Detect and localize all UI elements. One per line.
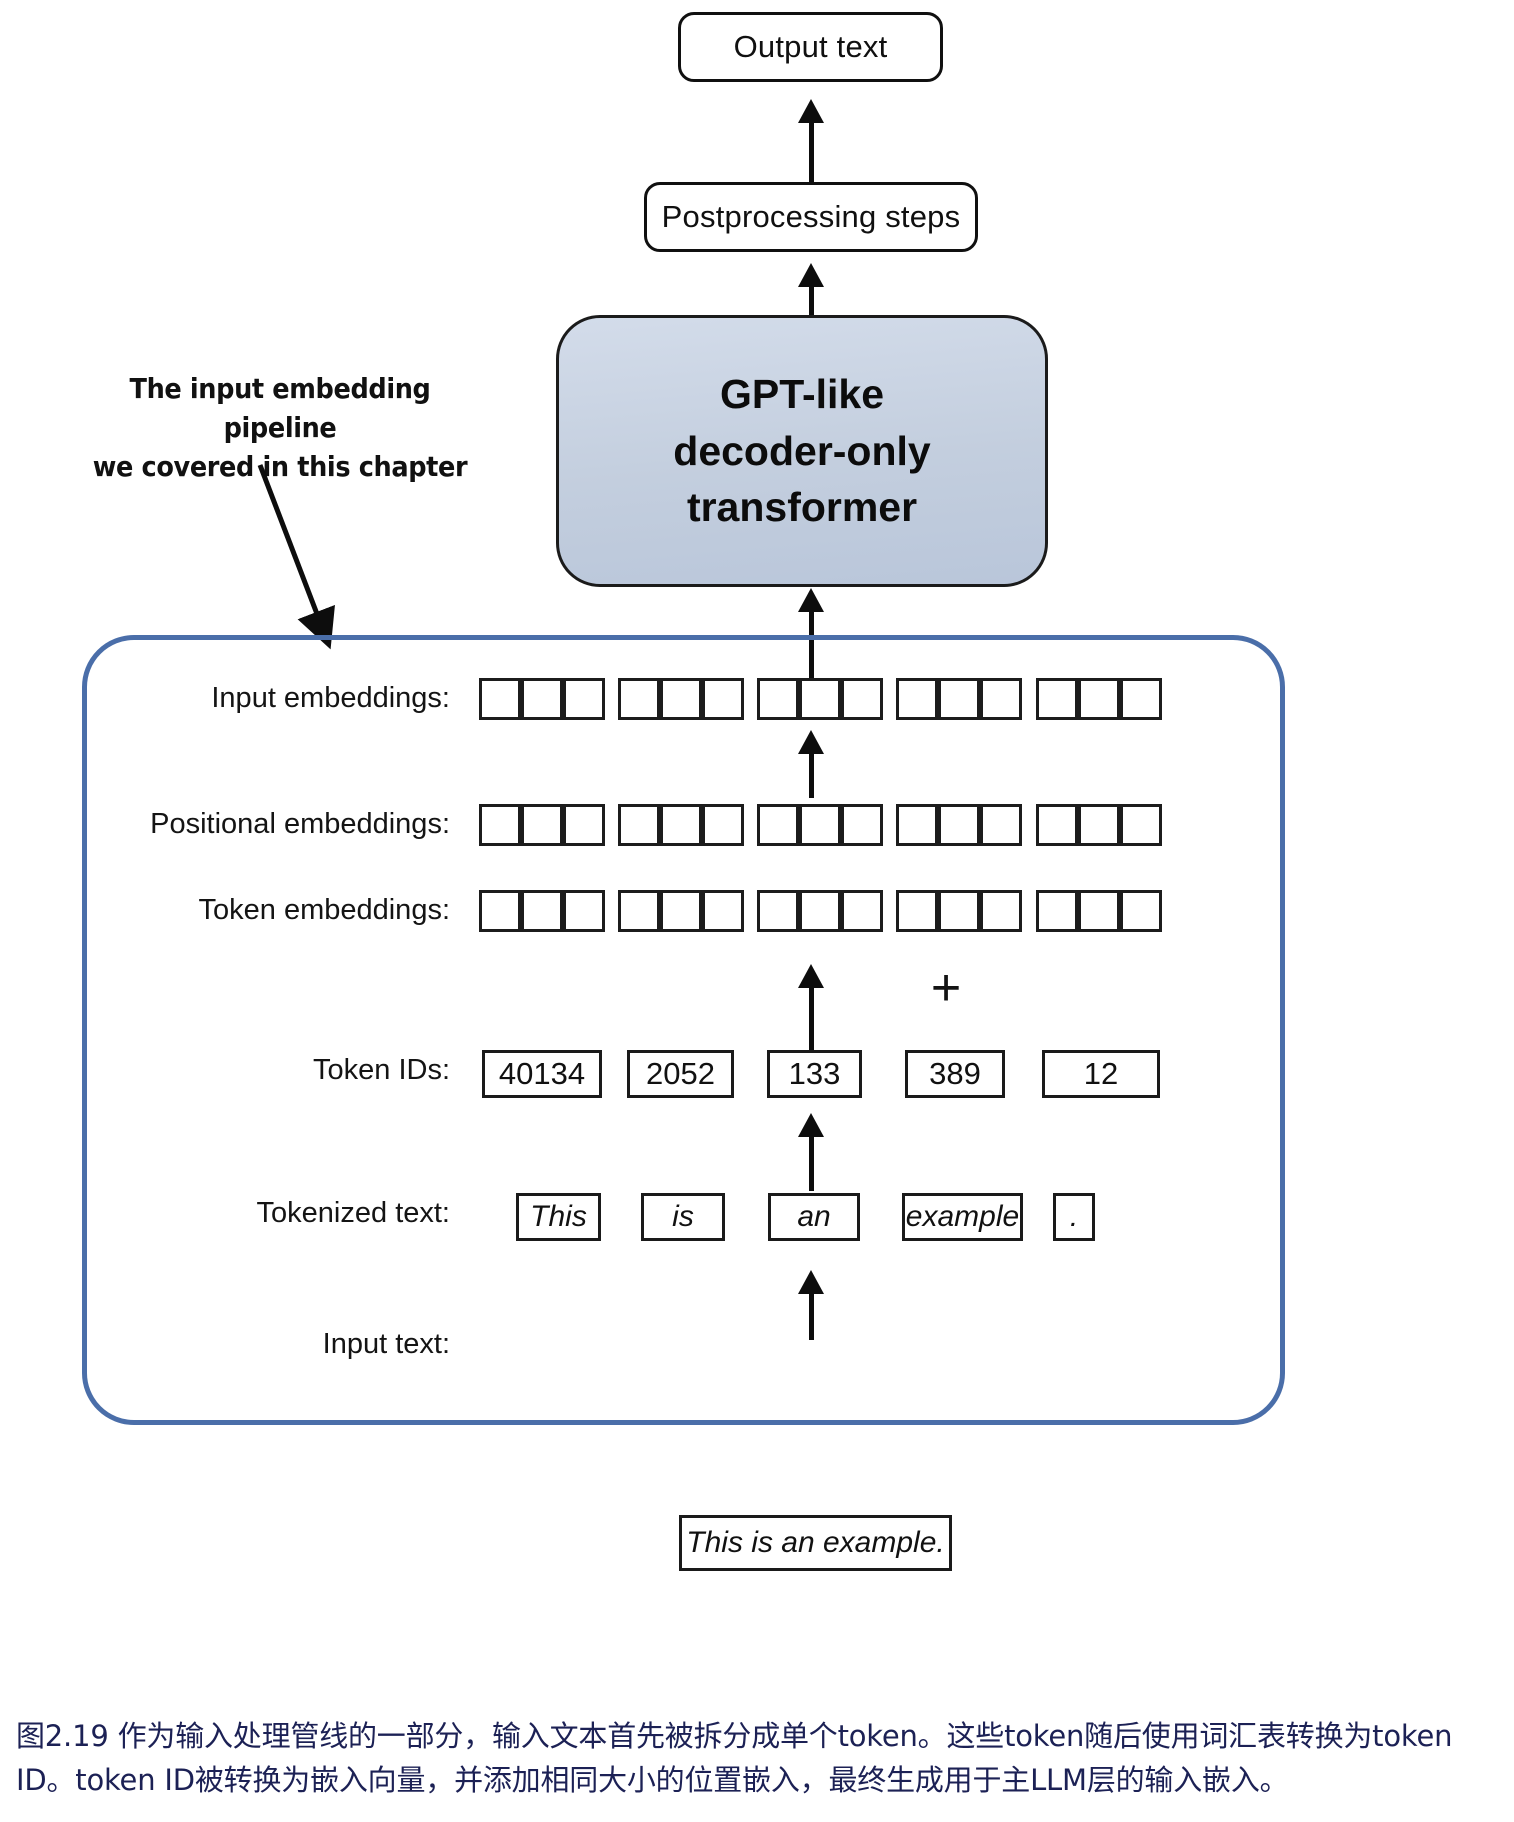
token-embedding-cell [980,890,1022,932]
positional-embedding-group [757,804,883,846]
token-embedding-cell [896,890,938,932]
positional-embedding-cell [521,804,563,846]
input-embedding-cell [1078,678,1120,720]
token-id-box: 133 [767,1050,862,1098]
input-embedding-group [618,678,744,720]
input-text-box: This is an example. [679,1515,952,1571]
row-label-tokenized-text: Tokenized text: [256,1197,450,1229]
positional-embedding-cell [618,804,660,846]
positional-embedding-cell [980,804,1022,846]
input-embedding-cell [980,678,1022,720]
token-box: an [768,1193,860,1241]
figure-caption: 图2.19 作为输入处理管线的一部分，输入文本首先被拆分成单个token。这些t… [16,1719,1453,1798]
token-id-box: 40134 [482,1050,602,1098]
token-embedding-cell [938,890,980,932]
positional-embedding-group [896,804,1022,846]
token-embedding-cell [563,890,605,932]
token-embedding-group [896,890,1022,932]
input-embedding-cell [938,678,980,720]
input-embedding-cell [1036,678,1078,720]
positional-embedding-group [618,804,744,846]
postprocessing-steps-box: Postprocessing steps [644,182,978,252]
positional-embedding-cell [563,804,605,846]
annotation-note: The input embedding pipeline we covered … [89,370,470,487]
input-embedding-group [757,678,883,720]
row-label-input-embeddings: Input embeddings: [211,682,450,714]
positional-embedding-cell [757,804,799,846]
token-embedding-cell [757,890,799,932]
token-embedding-cell [799,890,841,932]
positional-embedding-cell [799,804,841,846]
token-id-box: 12 [1042,1050,1160,1098]
row-label-positional-embeddings: Positional embeddings: [150,808,450,840]
positional-embedding-cell [841,804,883,846]
positional-embedding-group [1036,804,1162,846]
token-embedding-cell [521,890,563,932]
token-box: . [1053,1193,1095,1241]
token-box: example [902,1193,1023,1241]
input-embedding-group [896,678,1022,720]
input-embedding-cell [618,678,660,720]
positional-embedding-cell [1036,804,1078,846]
row-label-token-ids: Token IDs: [313,1054,450,1086]
positional-embedding-cell [1078,804,1120,846]
token-box: This [516,1193,601,1241]
row-label-token-embeddings: Token embeddings: [198,894,451,926]
input-embedding-cell [660,678,702,720]
token-embedding-cell [1078,890,1120,932]
input-embedding-cell [757,678,799,720]
positional-embedding-cell [660,804,702,846]
token-embedding-cell [660,890,702,932]
input-embedding-cell [841,678,883,720]
input-embedding-group [479,678,605,720]
annotation-note-text: The input embedding pipeline we covered … [92,373,468,484]
annotation-pointer-arrow [257,464,335,650]
token-embedding-cell [1036,890,1078,932]
token-embedding-group [1036,890,1162,932]
plus-operator: + [930,959,962,1017]
row-label-input-text: Input text: [322,1328,450,1360]
input-embedding-cell [479,678,521,720]
positional-embedding-cell [702,804,744,846]
positional-embedding-cell [479,804,521,846]
input-embedding-group [1036,678,1162,720]
output-text-box: Output text [678,12,943,82]
positional-embedding-cell [1120,804,1162,846]
input-embedding-cell [1120,678,1162,720]
token-embedding-cell [618,890,660,932]
input-embedding-cell [799,678,841,720]
token-embedding-cell [841,890,883,932]
token-embedding-group [479,890,605,932]
positional-embedding-group [479,804,605,846]
token-id-box: 389 [905,1050,1005,1098]
input-embedding-cell [702,678,744,720]
token-embedding-cell [702,890,744,932]
input-embedding-cell [521,678,563,720]
gpt-decoder-transformer-block: GPT-like decoder-only transformer [556,315,1048,587]
token-embedding-cell [1120,890,1162,932]
input-embedding-pipeline-container [82,635,1285,1425]
token-id-box: 2052 [627,1050,734,1098]
input-embedding-cell [896,678,938,720]
positional-embedding-cell [938,804,980,846]
gpt-block-label: GPT-like decoder-only transformer [673,371,931,531]
token-embedding-group [618,890,744,932]
positional-embedding-cell [896,804,938,846]
input-embedding-cell [563,678,605,720]
token-box: is [641,1193,725,1241]
token-embedding-cell [479,890,521,932]
token-embedding-group [757,890,883,932]
